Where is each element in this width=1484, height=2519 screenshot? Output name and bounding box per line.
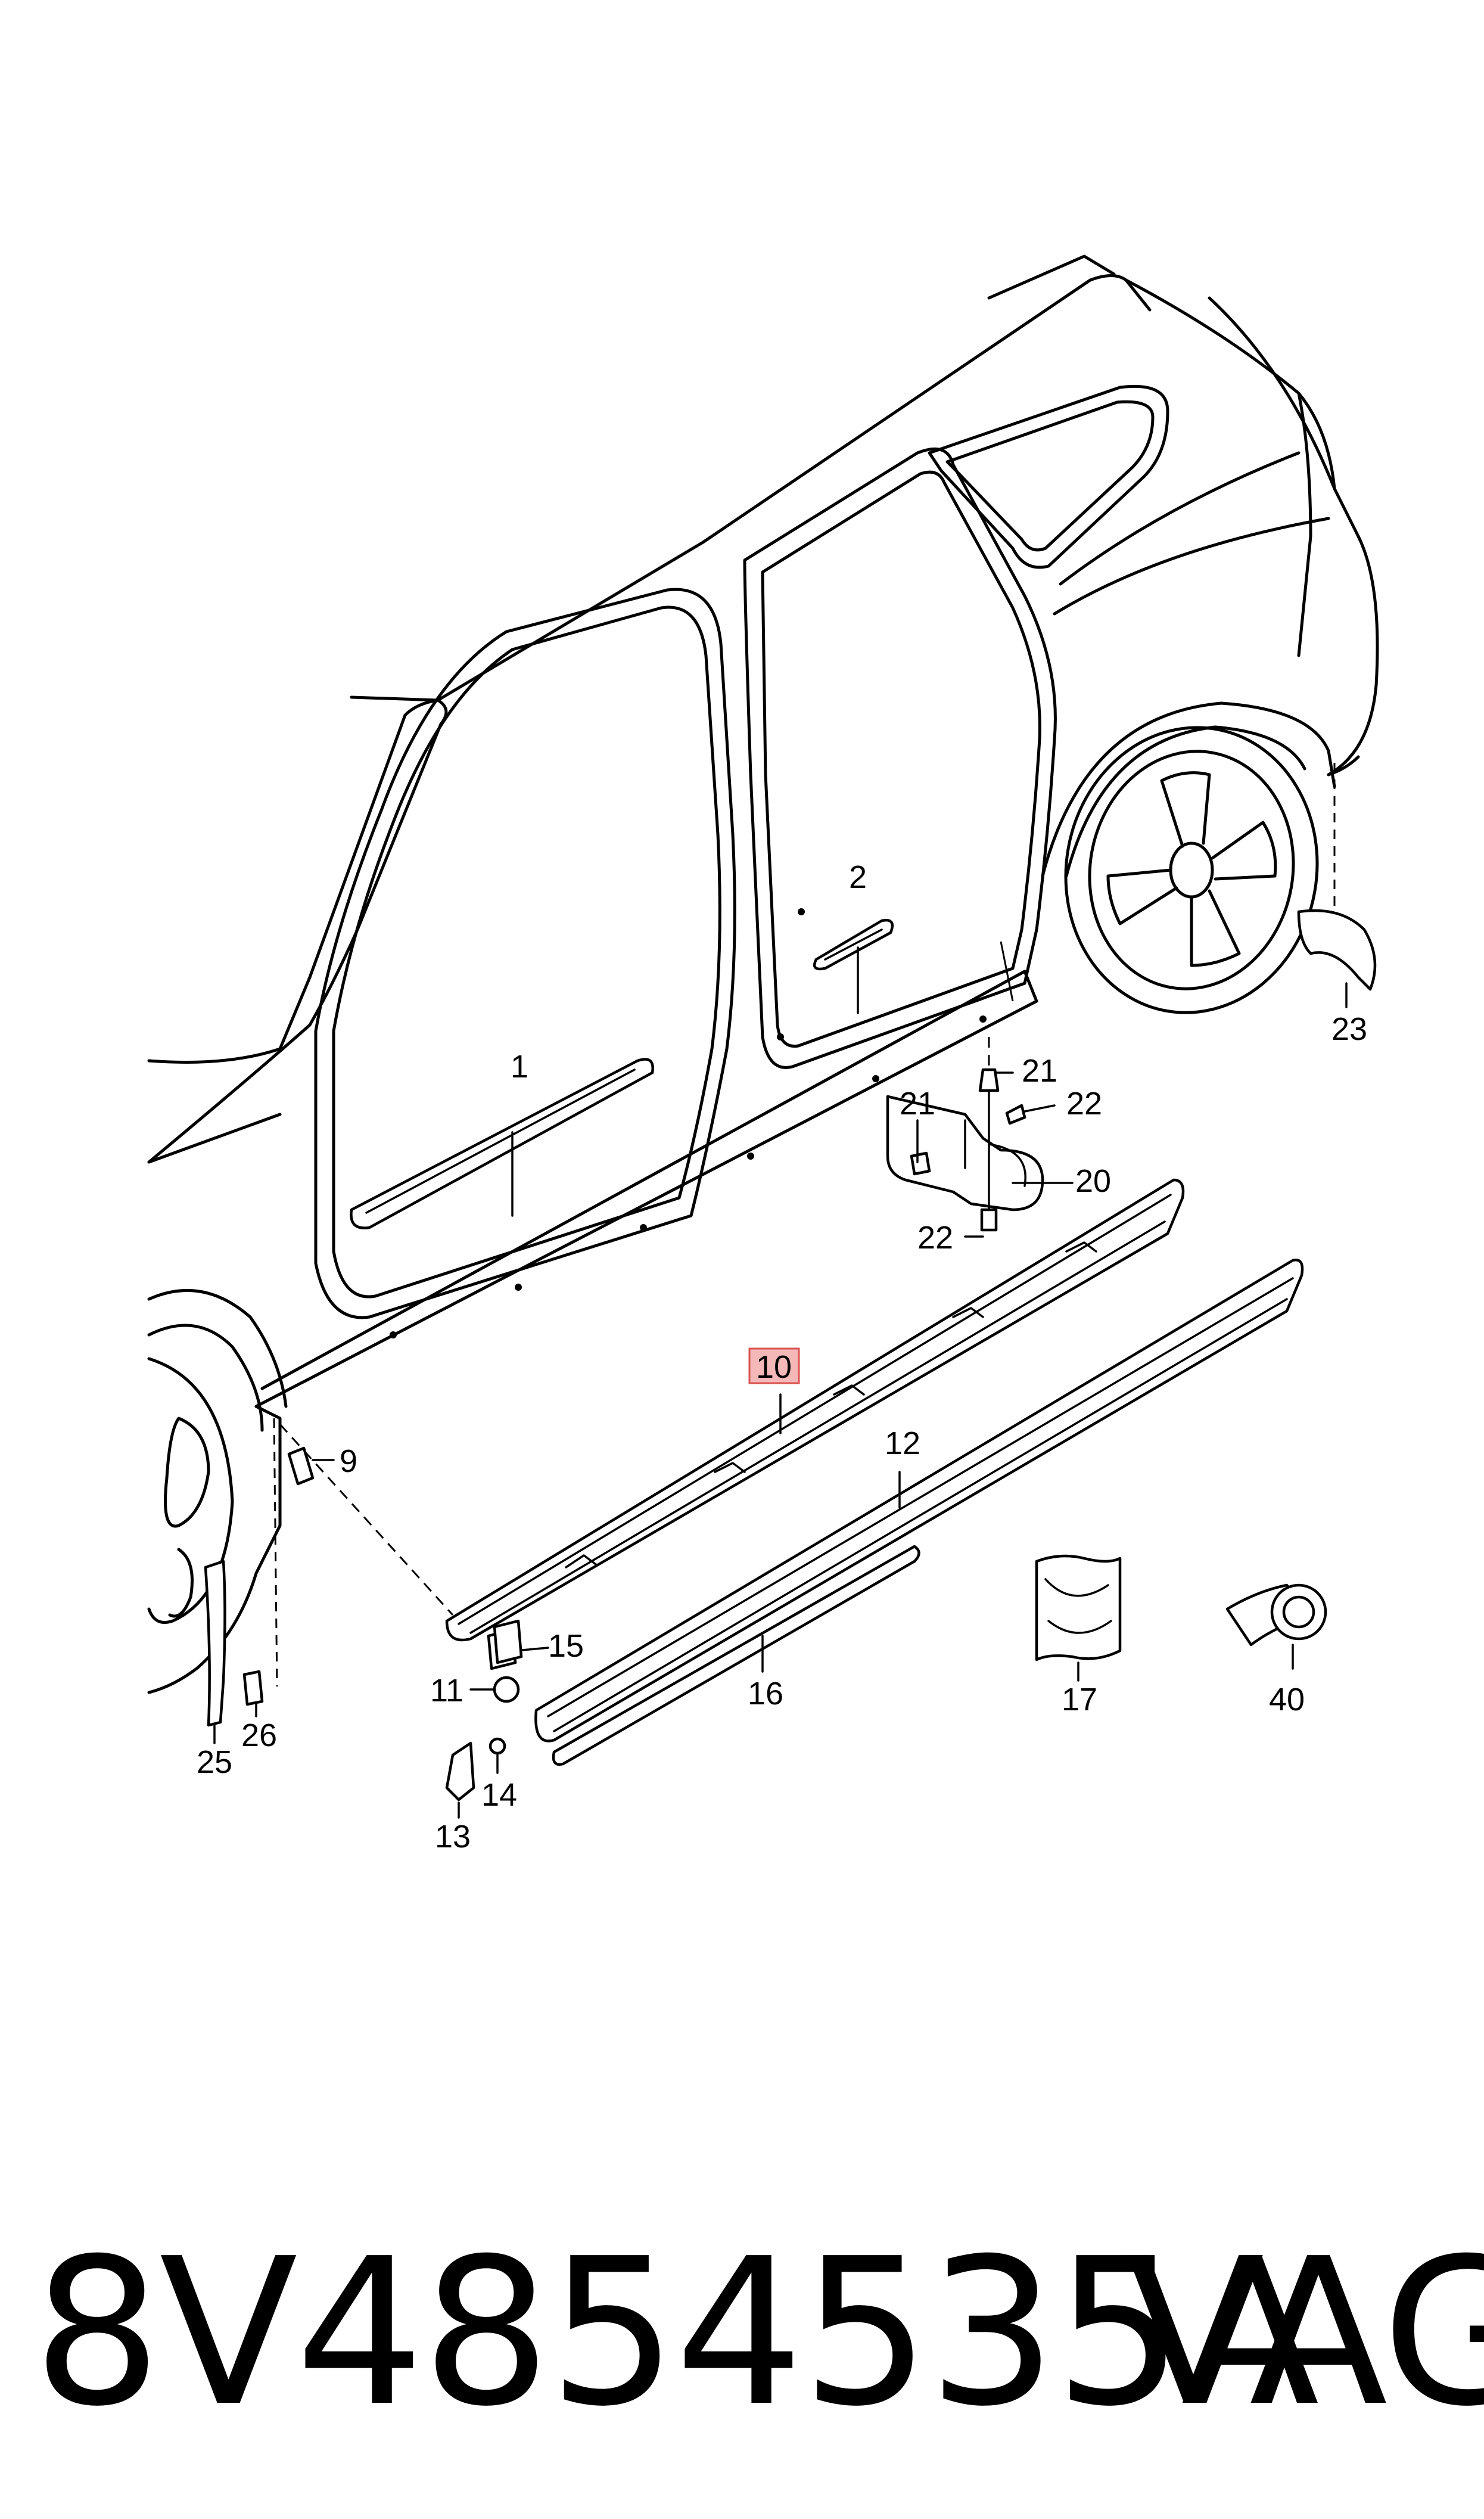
callout-21-a: 21	[1022, 1053, 1057, 1089]
part-number: 8V4854535A	[33, 2215, 1320, 2451]
callout-22-b: 22	[917, 1220, 953, 1256]
part-20-bracket	[886, 1068, 1074, 1238]
callout-17: 17	[1062, 1682, 1097, 1717]
callout-13: 13	[435, 1819, 471, 1855]
callout-labels: 1 2 9 10 11 12 13 14 15 16 17 20 21 21 2…	[197, 859, 1367, 1855]
part-11-nut	[469, 1676, 520, 1703]
callout-16: 16	[748, 1676, 783, 1712]
part-13-clip	[445, 1741, 475, 1819]
callout-26: 26	[241, 1717, 277, 1753]
car-body-outline	[147, 254, 1379, 1694]
part-26-clip	[242, 1670, 264, 1717]
part-17-bag	[1035, 1554, 1122, 1682]
callout-23: 23	[1331, 1011, 1367, 1047]
callout-1: 1	[511, 1049, 528, 1085]
part-40-tape-roll	[1225, 1583, 1327, 1670]
part-2-rear-sill-trim	[813, 918, 894, 1014]
callout-21-b: 21	[900, 1086, 935, 1122]
brand-label: VAG	[1126, 2215, 1484, 2451]
callout-2: 2	[849, 859, 867, 895]
callout-20: 20	[1075, 1163, 1111, 1199]
callout-11: 11	[430, 1673, 463, 1709]
callout-14: 14	[481, 1777, 517, 1813]
part-10-sill-panel	[445, 1178, 1185, 1670]
part-15-bracket	[493, 1619, 523, 1664]
part-23-mud-flap	[1297, 909, 1377, 1008]
callout-12: 12	[885, 1425, 920, 1461]
callout-22-a: 22	[1066, 1086, 1102, 1122]
callout-9: 9	[340, 1443, 357, 1479]
part-12-sill-cover	[534, 1259, 1304, 1743]
part-14-washer	[489, 1737, 506, 1774]
part-1-front-sill-trim	[350, 1058, 654, 1229]
assembly-leader	[279, 1423, 454, 1616]
part-9-screw	[287, 1446, 335, 1486]
callout-40: 40	[1269, 1682, 1305, 1717]
part-16-lower-strip	[552, 1545, 920, 1766]
callout-25: 25	[197, 1744, 232, 1780]
callout-15: 15	[548, 1628, 584, 1664]
part-25-front-trim	[204, 1560, 226, 1744]
callout-10-highlight	[748, 1347, 800, 1384]
callout-10: 10	[756, 1349, 792, 1385]
